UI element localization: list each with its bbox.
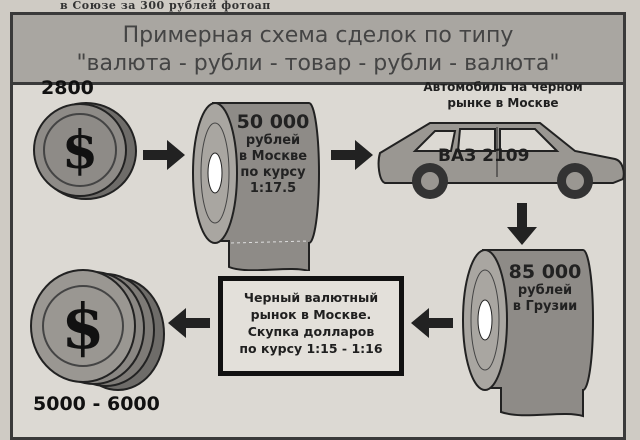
arrow-left-icon — [168, 308, 210, 338]
arrow-down-icon — [507, 203, 537, 245]
start-amount: 2800 — [41, 77, 94, 99]
roll1-text: рублей — [245, 133, 301, 148]
roll1-amount: 50 000 — [236, 111, 310, 133]
black-market-box: Черный валютный рынок в Москве. Скупка д… — [218, 276, 404, 376]
arrow-left-icon — [411, 308, 453, 338]
svg-text:$: $ — [61, 290, 104, 363]
ruble-roll-icon — [192, 102, 320, 271]
car-model: ВАЗ 2109 — [438, 146, 530, 166]
car-icon — [377, 122, 625, 199]
title-line-2: "валюта - рубли - товар - рубли - валюта… — [76, 51, 560, 76]
dollar-coin-icon: $ — [33, 102, 137, 200]
diagram-frame: Примерная схема сделок по типу "валюта -… — [10, 12, 626, 440]
market-text: Черный валютный — [243, 290, 379, 305]
end-amount: 5000 - 6000 — [33, 393, 160, 415]
diagram-title: Примерная схема сделок по типу "валюта -… — [13, 15, 623, 85]
dollar-coin-stack-icon: $ — [30, 269, 165, 391]
header-fragment: в Союзе за 300 рублей фотоап — [60, 0, 271, 12]
roll2-text: в Грузии — [512, 299, 578, 314]
arrow-right-icon — [331, 140, 373, 170]
market-text: Скупка долларов — [247, 324, 375, 339]
market-text: по курсу 1:15 - 1:16 — [239, 341, 383, 356]
market-text: рынок в Москве. — [250, 307, 372, 322]
car-caption: рынке в Москве — [447, 96, 559, 110]
roll2-amount: 85 000 — [508, 261, 582, 283]
roll1-text: по курсу — [240, 165, 306, 180]
roll1-text: в Москве — [238, 149, 308, 164]
roll2-text: рублей — [517, 283, 573, 298]
title-line-1: Примерная схема сделок по типу — [122, 23, 514, 48]
ruble-roll-icon — [462, 249, 594, 418]
car-caption: Автомобиль на черном — [423, 80, 583, 94]
arrow-right-icon — [143, 140, 185, 170]
roll1-text: 1:17.5 — [249, 181, 297, 196]
svg-text:$: $ — [62, 120, 98, 181]
